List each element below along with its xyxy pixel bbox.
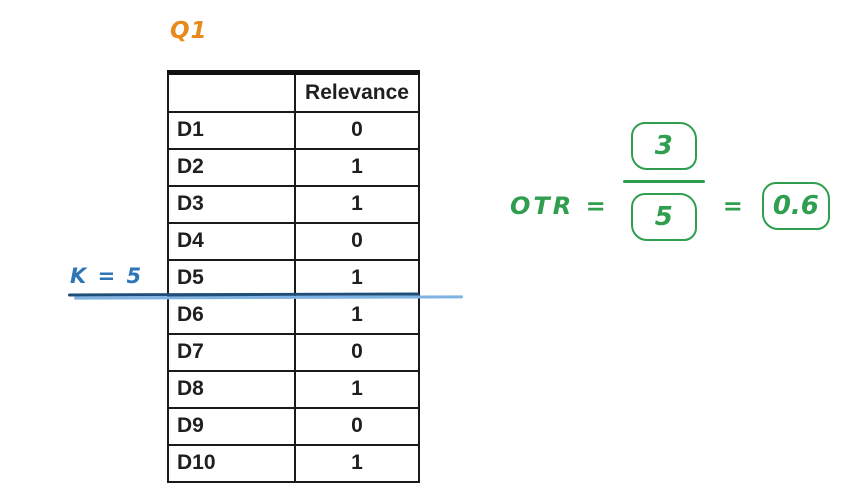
table-row: D10 1 xyxy=(167,443,420,483)
doc-header-cell xyxy=(167,70,296,113)
relevance-cell: 1 xyxy=(294,443,420,483)
relevance-cell: 0 xyxy=(294,221,420,261)
table-row: D5 1 xyxy=(167,258,420,298)
doc-id-cell: D8 xyxy=(167,369,296,409)
table-row: D9 0 xyxy=(167,406,420,446)
formula-equals-2: = xyxy=(722,191,746,220)
doc-id-cell: D4 xyxy=(167,221,296,261)
table-row: D8 1 xyxy=(167,369,420,409)
formula-lhs: OTR = xyxy=(510,192,609,220)
formula-otr-text: OTR xyxy=(510,191,575,220)
relevance-cell: 1 xyxy=(294,369,420,409)
table-header-row: Relevance xyxy=(167,70,420,113)
doc-id-cell: D5 xyxy=(167,258,296,298)
table-row: D7 0 xyxy=(167,332,420,372)
denominator-box: 5 xyxy=(630,193,697,241)
table-row: D1 0 xyxy=(167,110,420,150)
formula-fraction: 3 5 xyxy=(622,122,705,241)
relevance-cell: 0 xyxy=(294,110,420,150)
table-row: D4 0 xyxy=(167,221,420,261)
relevance-cell: 1 xyxy=(294,295,420,335)
relevance-cell: 0 xyxy=(294,406,420,446)
doc-id-cell: D2 xyxy=(167,147,296,187)
doc-id-cell: D7 xyxy=(167,332,296,372)
numerator-box: 3 xyxy=(630,122,697,170)
formula-equals-1: = xyxy=(585,191,609,220)
result-box: 0.6 xyxy=(761,181,830,230)
relevance-cell: 0 xyxy=(294,332,420,372)
relevance-header-cell: Relevance xyxy=(294,70,420,113)
table-row: D2 1 xyxy=(167,147,420,187)
cutoff-k-label: K = 5 xyxy=(70,264,144,288)
doc-id-cell: D6 xyxy=(167,295,296,335)
relevance-table: Relevance D1 0 D2 1 D3 1 D4 0 D5 1 xyxy=(167,70,420,483)
doc-id-cell: D3 xyxy=(167,184,296,224)
doc-id-cell: D9 xyxy=(167,406,296,446)
relevance-cell: 1 xyxy=(294,184,420,224)
doc-id-cell: D10 xyxy=(167,443,296,483)
query-label: Q1 xyxy=(170,18,208,44)
otr-formula: OTR = 3 5 = 0.6 xyxy=(510,122,830,241)
table-row: D3 1 xyxy=(167,184,420,224)
relevance-cell: 1 xyxy=(294,147,420,187)
relevance-cell: 1 xyxy=(294,258,420,298)
fraction-line xyxy=(622,180,705,183)
doc-id-cell: D1 xyxy=(167,110,296,150)
table-row: D6 1 xyxy=(167,295,420,335)
